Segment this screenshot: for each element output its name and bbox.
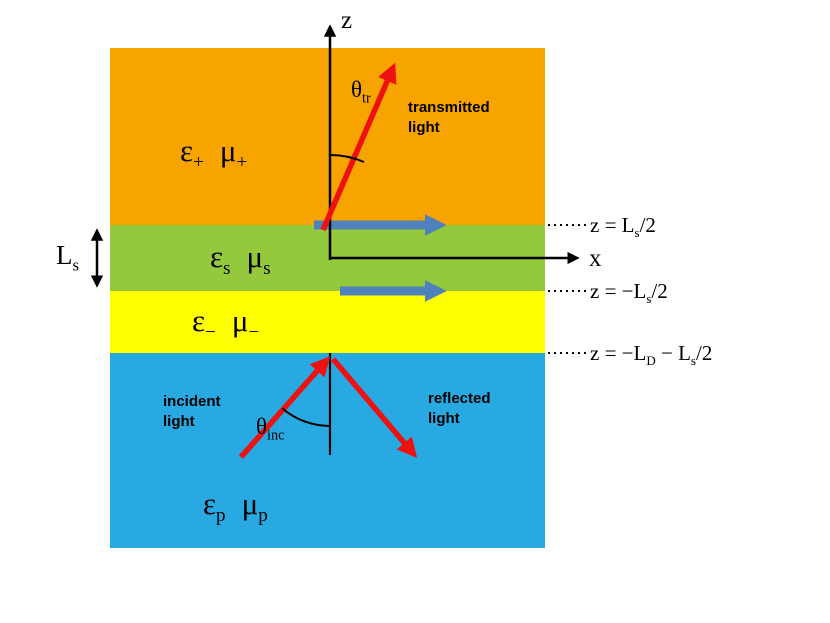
layer-plus-label: ε+ μ+ [180,133,248,174]
epsilon-minus-symbol: ε− [192,303,216,344]
boundary-eq-bottom: z = −LD − Ls/2 [590,341,713,369]
ls-thickness-label: Ls [56,240,80,275]
theta-inc-label: θinc [256,414,285,444]
mu-minus-symbol: μ− [231,303,260,344]
x-axis-label: x [589,245,602,272]
incident-light-label: incident light [163,393,221,430]
boundary-eq-top: z = Ls/2 [590,213,656,241]
reflected-light-label: reflected light [428,390,491,427]
layer-epsilon-s [110,225,545,291]
layer-epsilon-minus [110,291,545,353]
epsilon-s-symbol: εs [210,239,231,280]
mu-p-symbol: μp [241,486,268,527]
layer-epsilon-p [110,353,545,548]
mu-plus-symbol: μ+ [219,133,248,174]
theta-tr-label: θtr [351,77,371,107]
boundary-eq-middle: z = −Ls/2 [590,279,668,307]
epsilon-p-symbol: εp [203,486,226,527]
transmitted-light-label: transmitted light [408,99,490,136]
mu-s-symbol: μs [246,239,271,280]
z-axis-label: z [341,7,353,34]
epsilon-plus-symbol: ε+ [180,133,204,174]
layer-minus-label: ε− μ− [192,303,260,344]
